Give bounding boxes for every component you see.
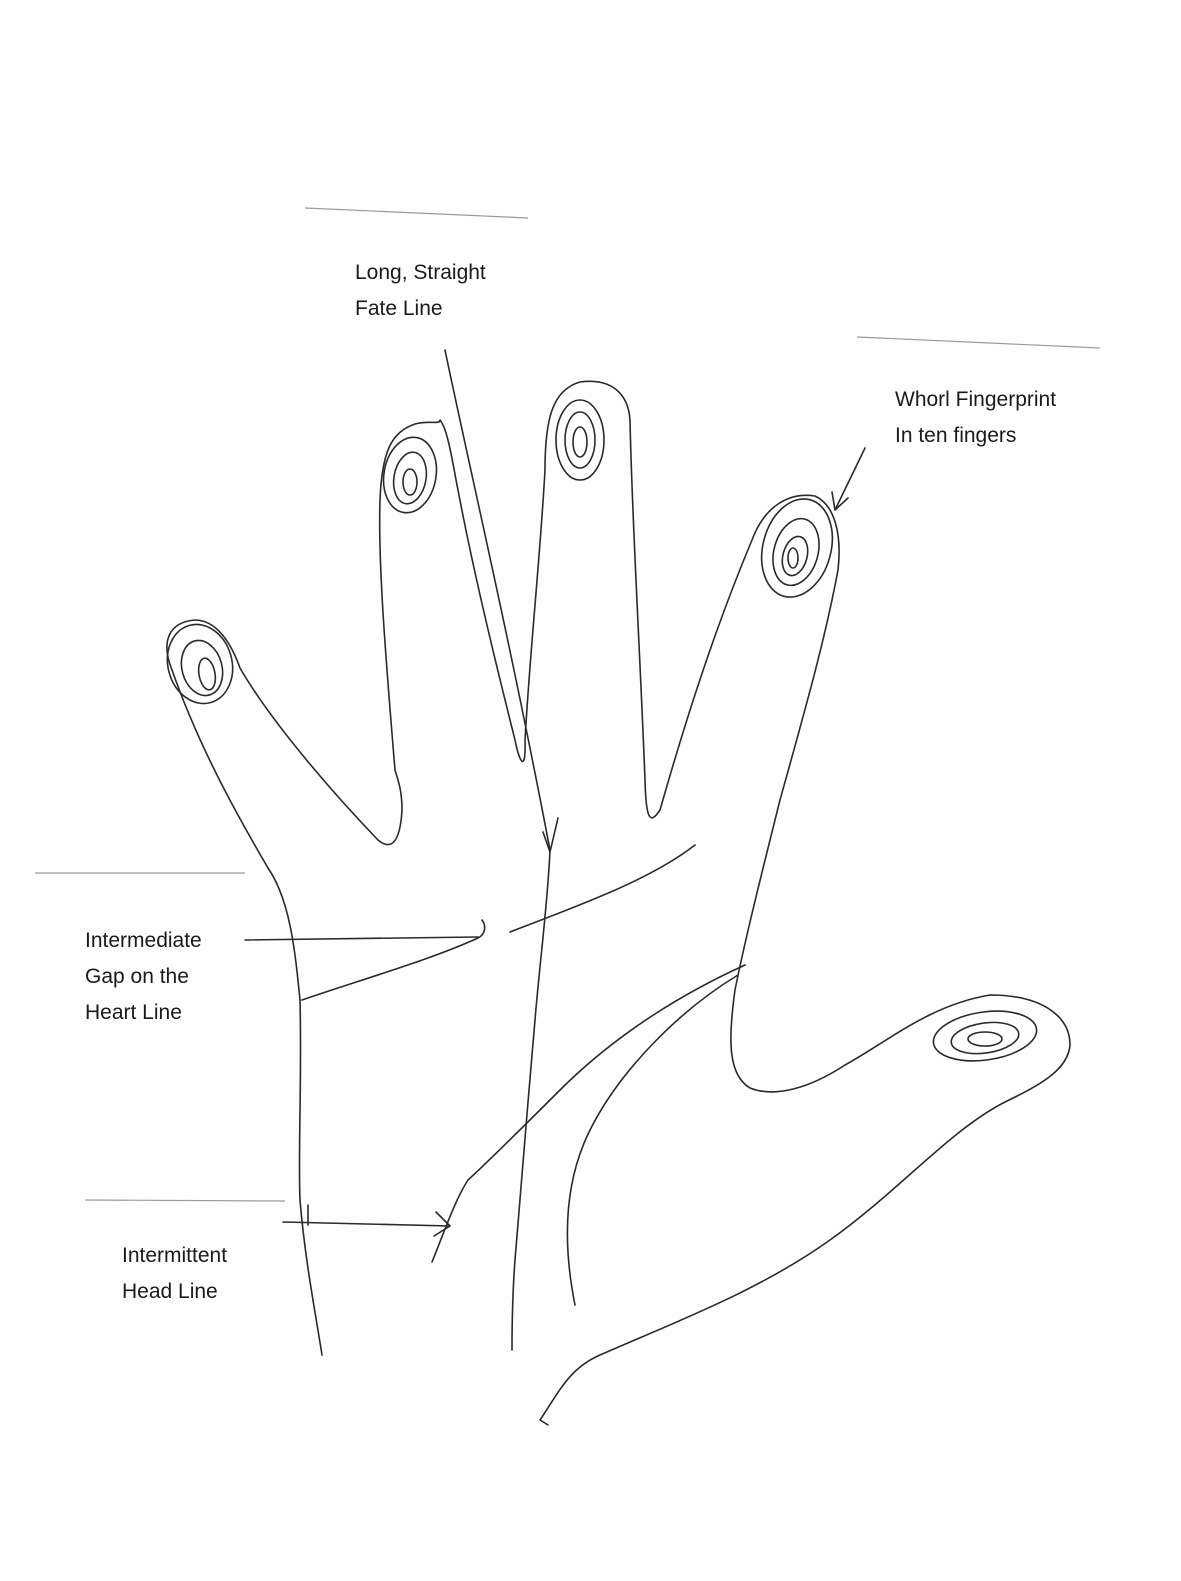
whorl-fingerprint-thumb [932, 1010, 1038, 1062]
label-text: Long, Straight [355, 261, 486, 284]
heart-gap-arrow [244, 936, 479, 941]
whorl-fingerprint-pinky [166, 623, 234, 705]
life-line [566, 974, 739, 1306]
whorl-fingerprint-ring [382, 436, 438, 514]
label-text: Whorl Fingerprint [895, 388, 1057, 411]
fate-line-label: Long, Straight Fate Line [355, 255, 486, 327]
heart-line-lower [301, 919, 486, 1001]
head-line-label: Intermittent Head Line [122, 1238, 227, 1310]
fate-label-rule [304, 207, 529, 219]
label-text: Fate Line [355, 297, 443, 320]
head-line-arrow [282, 1204, 451, 1237]
label-text: Gap on the [85, 965, 189, 988]
fate-arrowhead [542, 817, 559, 853]
head-line [431, 964, 746, 1263]
label-text: In ten fingers [895, 424, 1017, 447]
whorl-fingerprint-index [760, 498, 834, 598]
hand-outline [166, 380, 1071, 1426]
heart-line-label: Intermediate Gap on the Heart Line [85, 923, 202, 1031]
whorl-fingerprint-middle [555, 399, 605, 481]
label-text: Head Line [122, 1280, 218, 1303]
head-label-rule [84, 1199, 286, 1202]
wrist-left-edge [298, 999, 323, 1356]
label-text: Intermediate [85, 929, 202, 952]
whorl-fingerprint-label: Whorl Fingerprint In ten fingers [895, 382, 1056, 454]
label-text: Intermittent [122, 1244, 228, 1267]
label-text: Heart Line [85, 1001, 182, 1024]
whorl-label-rule [856, 336, 1101, 349]
fate-line [444, 349, 551, 1351]
heart-line-upper [509, 844, 696, 933]
whorl-arrow [831, 447, 866, 511]
